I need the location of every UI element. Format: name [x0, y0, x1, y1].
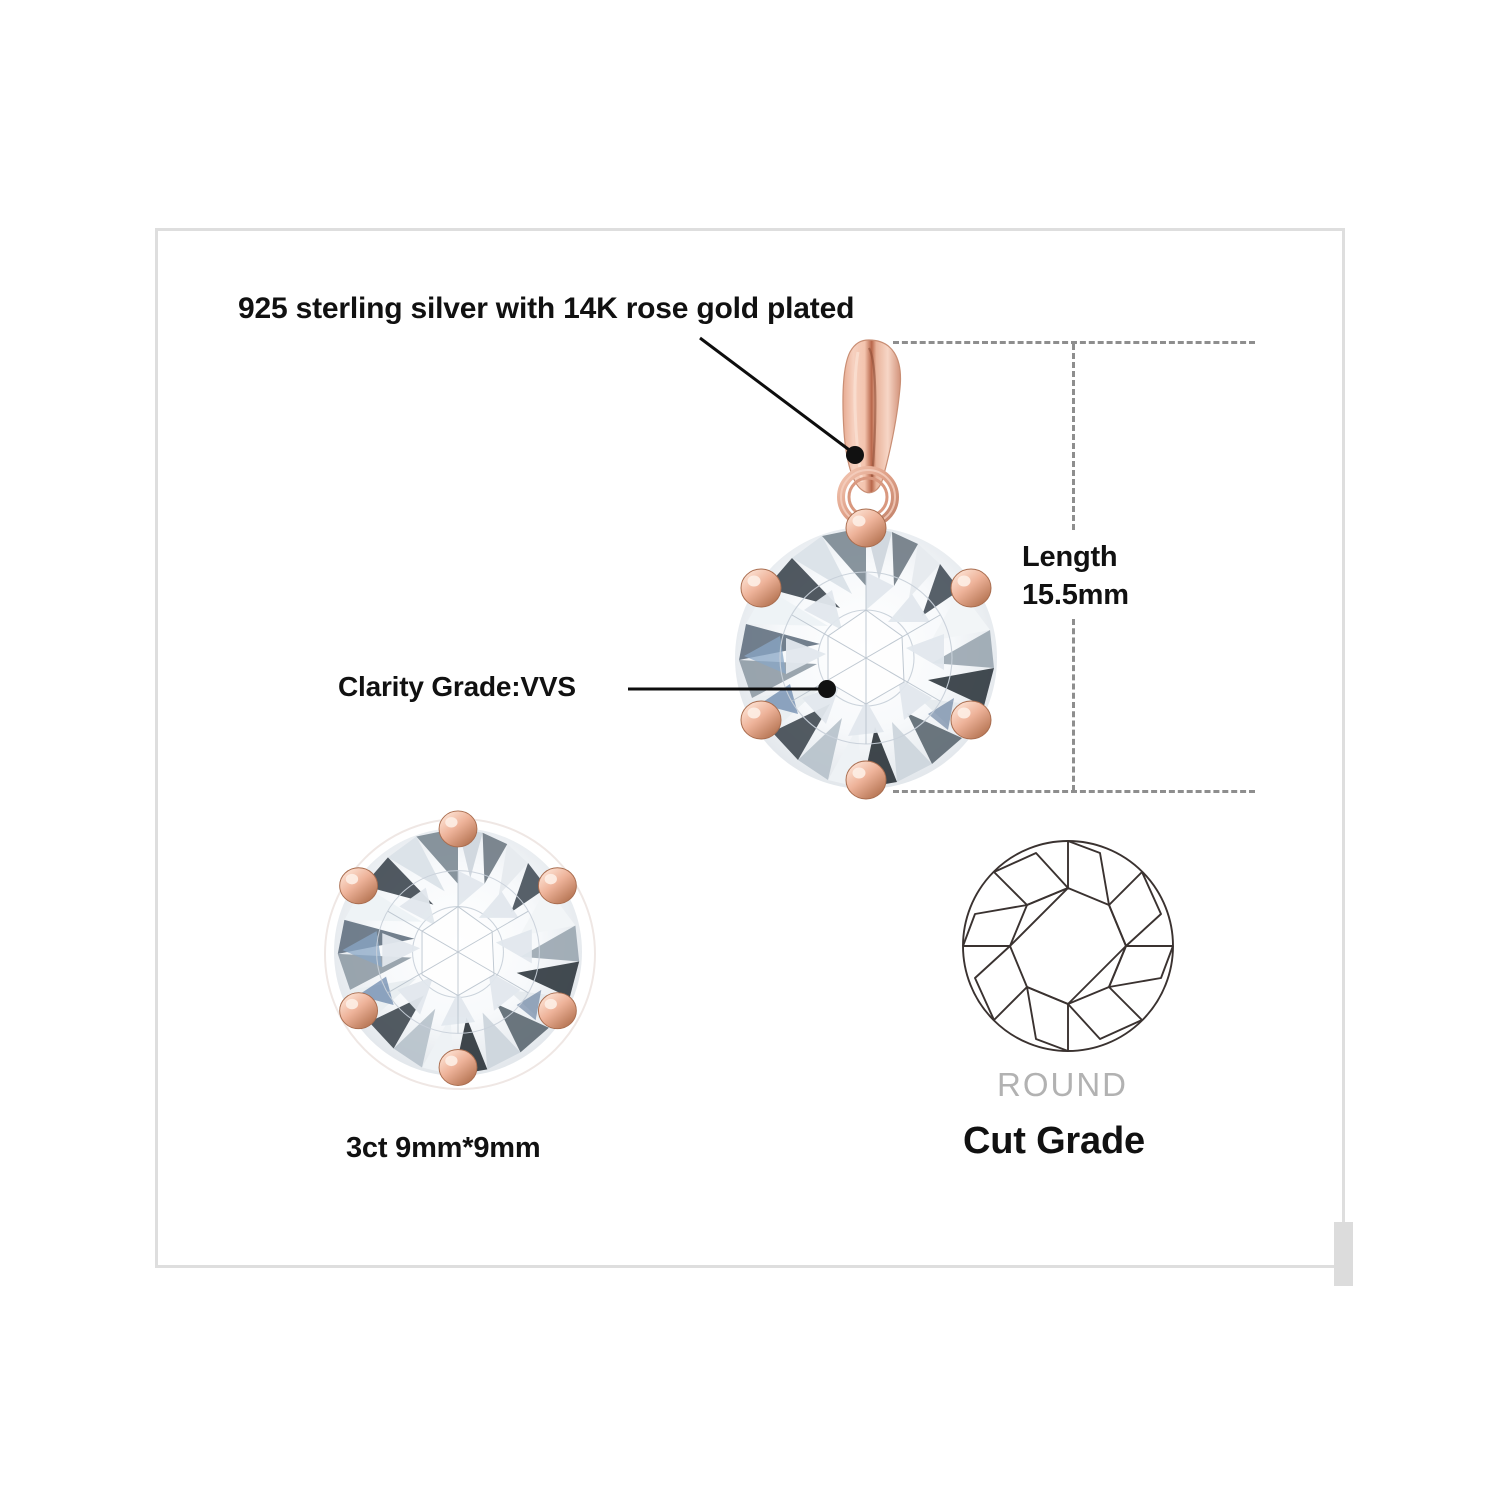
frame-corner-notch	[1334, 1222, 1353, 1286]
stud-round-brilliant-gem-icon	[316, 810, 600, 1094]
carat-size-label: 3ct 9mm*9mm	[346, 1132, 541, 1164]
material-label: 925 sterling silver with 14K rose gold p…	[238, 292, 855, 325]
length-dimension-label: Length 15.5mm	[1022, 541, 1129, 611]
clarity-grade-label: Clarity Grade:VVS	[338, 671, 576, 702]
cut-grade-title: Cut Grade	[963, 1120, 1145, 1162]
dimension-line-vertical-upper	[1072, 344, 1075, 530]
round-brilliant-facet-diagram-icon	[958, 836, 1178, 1056]
round-brilliant-gem-icon	[716, 508, 1016, 808]
pendant-bail-icon	[806, 336, 936, 536]
dimension-line-bottom	[893, 790, 1255, 793]
shape-label: ROUND	[997, 1066, 1128, 1103]
dimension-line-top	[893, 341, 1255, 344]
dimension-line-vertical-lower	[1072, 619, 1075, 791]
